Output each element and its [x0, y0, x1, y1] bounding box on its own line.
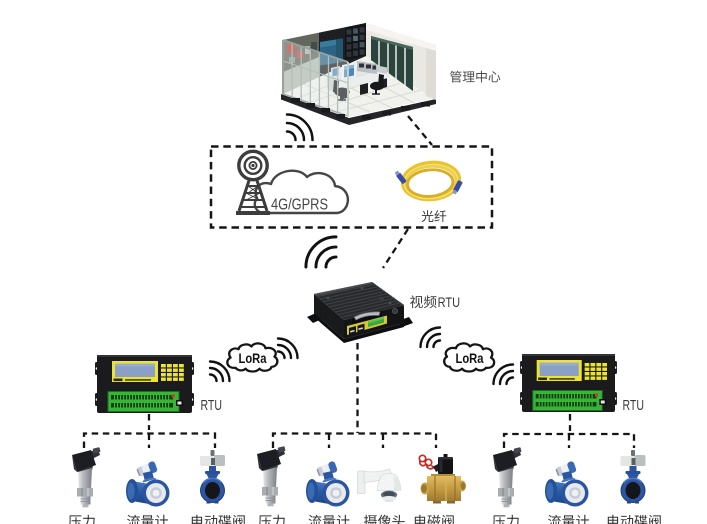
svg-text:4G/GPRS: 4G/GPRS — [271, 197, 328, 214]
svg-text:RTU: RTU — [623, 398, 645, 414]
svg-text:LoRa: LoRa — [239, 350, 267, 366]
svg-text:RTU: RTU — [201, 398, 223, 414]
svg-text:RTU: RTU — [438, 295, 461, 311]
svg-text:LoRa: LoRa — [456, 350, 484, 366]
